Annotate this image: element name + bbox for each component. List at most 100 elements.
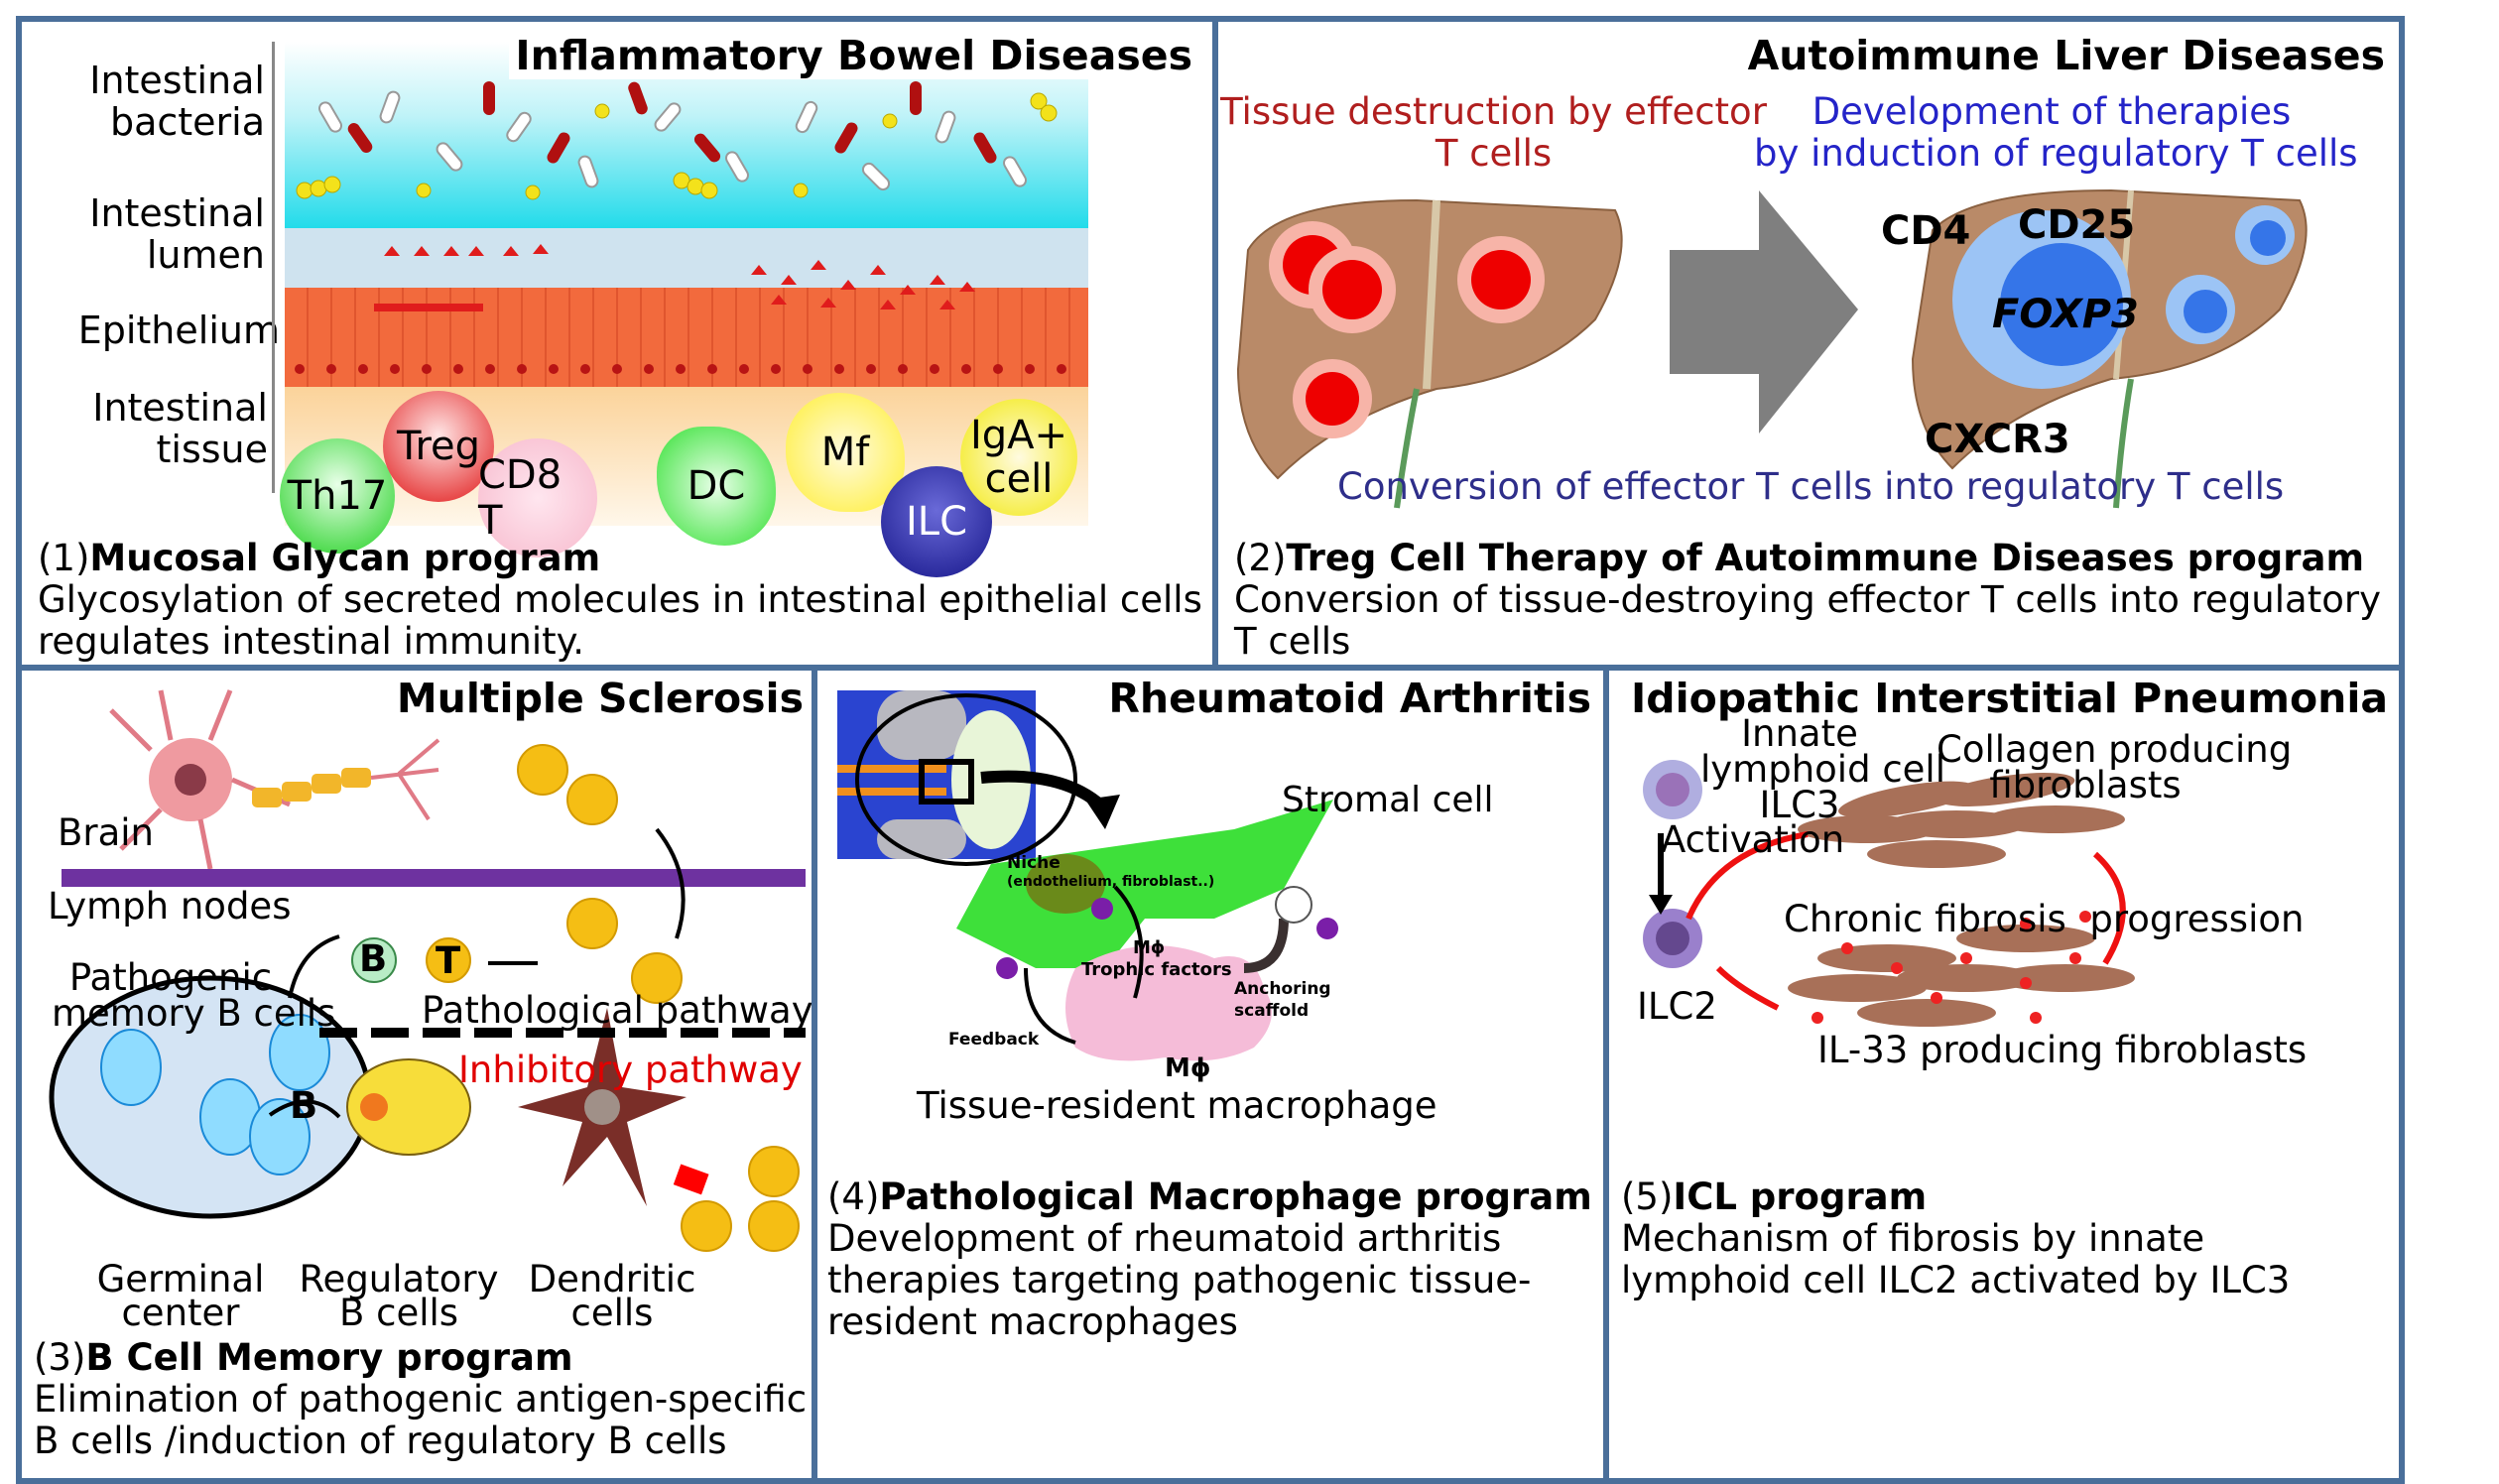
program-desc-line: Elimination of pathogenic antigen-specif… [34, 1378, 808, 1421]
panel-ms: Multiple Sclerosis [16, 665, 817, 1484]
ilc2-cell-icon [1643, 909, 1702, 968]
arrows [268, 827, 686, 1119]
label-line: memory B cells [52, 992, 336, 1035]
layer-label-line: Epithelium [77, 309, 280, 352]
program-name: Treg Cell Therapy of Autoimmune Diseases… [1286, 537, 2365, 579]
cycle-arrows [1686, 831, 2126, 1011]
cell-iga-line: IgA+ [969, 413, 1068, 458]
label-inhibitory-pathway: Inhibitory pathway [458, 1049, 803, 1091]
program-caption-5: (5)ICL program Mechanism of fibrosis by … [1621, 1176, 2395, 1301]
program-name: B Cell Memory program [85, 1336, 573, 1379]
cell-dc: DC [657, 427, 776, 546]
program-caption-2: (2)Treg Cell Therapy of Autoimmune Disea… [1234, 538, 2395, 663]
bacteria-flagellated [347, 81, 997, 164]
heading-line: by induction of regulatory T cells [1754, 132, 2358, 175]
label-mphi-small: Mϕ [1133, 937, 1166, 958]
label-ilc2: ILC2 [1637, 985, 1717, 1028]
layer-label-line: Intestinal [89, 191, 265, 235]
panel-ibd: Intestinal bacteria Intestinal lumen Epi… [16, 16, 1218, 671]
t-cell-icons [517, 744, 800, 1252]
cell-treg: Treg [383, 391, 494, 502]
program-name: Pathological Macrophage program [879, 1175, 1592, 1218]
conversion-label: Conversion of effector T cells into regu… [1337, 465, 2285, 508]
label-t: T [436, 939, 461, 982]
trophic-arrow [1113, 885, 1144, 999]
stromal-cell-icon [956, 800, 1333, 968]
ms-illustration [49, 689, 806, 1252]
neuron-icon [109, 689, 440, 870]
program-title-5: (5)ICL program [1621, 1176, 2395, 1218]
layer-label-line: Intestinal [89, 59, 265, 102]
ilc3-cell-icon [1643, 760, 1702, 819]
label-lymph-nodes: Lymph nodes [48, 885, 292, 928]
label-ilc3: Innate lymphoid cell ILC3 [1700, 715, 1945, 826]
cell-iga: IgA+ cell [960, 399, 1077, 516]
label-feedback: Feedback [948, 1030, 1040, 1050]
il33-dots [1812, 911, 2091, 1024]
bacteria-rods [318, 90, 1027, 191]
purple-membrane [62, 869, 806, 887]
program-title-3: (3)B Cell Memory program [34, 1336, 812, 1379]
germinal-center-icon [49, 975, 372, 1219]
label-line: Germinal [96, 1258, 265, 1300]
layer-label-tissue: Intestinal tissue [42, 387, 268, 470]
label-line: Pathogenic [68, 956, 273, 999]
program-name: ICL program [1673, 1175, 1928, 1218]
heading-line: Development of therapies [1812, 90, 2292, 133]
label-line: center [121, 1292, 240, 1334]
cell-mf: Mf [786, 393, 905, 512]
label-regulatory-b: Regulatory B cells [290, 1258, 508, 1331]
regulatory-b-cell-icon [346, 1058, 471, 1156]
label-line: ILC3 [1759, 784, 1840, 826]
right-heading: Development of therapies by induction of… [1754, 90, 2358, 175]
program-desc-line: lymphoid cell ILC2 activated by ILC3 [1621, 1259, 2291, 1301]
program-caption-4: (4)Pathological Macrophage program Devel… [827, 1176, 1601, 1343]
cell-th17: Th17 [280, 438, 395, 554]
inflammation-foci [1269, 221, 1545, 438]
label-niche-sub: (endothelium, fibroblast..) [1007, 874, 1215, 890]
label-pathological-pathway: Pathological pathway [422, 989, 813, 1032]
feedback-arrow [1024, 967, 1076, 1045]
program-desc-line: therapies targeting pathogenic tissue- [827, 1259, 1532, 1301]
layer-label-lumen: Intestinal lumen [42, 192, 265, 276]
inhibit-icon [673, 1164, 709, 1195]
label-brain: Brain [58, 811, 154, 854]
pathogenic-t-cell-icon [426, 937, 471, 983]
label-anchoring: Anchoring scaffold [1234, 978, 1331, 1022]
label-niche: Niche [1007, 853, 1061, 873]
marker-cd4: CD4 [1881, 208, 1971, 254]
program-title-2: (2)Treg Cell Therapy of Autoimmune Disea… [1234, 538, 2395, 579]
treg-cell-icon [1952, 205, 2295, 389]
pathogenic-b-cell-icon [351, 937, 397, 983]
program-desc-line: Glycosylation of secreted molecules in i… [38, 578, 1202, 621]
label-pathogenic: Pathogenic memory B cells [52, 956, 336, 1035]
label-b: B [359, 937, 388, 980]
layer-label-line: tissue [156, 428, 268, 471]
collagen-fibroblasts-icon [1798, 773, 2125, 868]
program-desc-line: resident macrophages [827, 1300, 1238, 1343]
panel-liver: Autoimmune Liver Diseases Tissue destruc… [1212, 16, 2405, 671]
program-desc-line: regulates intestinal immunity. [38, 620, 585, 663]
activation-arrow-head [1649, 895, 1673, 915]
label-line: fibroblasts [1989, 764, 2182, 806]
healthy-liver-icon [1911, 188, 2308, 509]
program-desc-line: Conversion of tissue-destroying effector… [1234, 578, 2381, 621]
panel-title-iip: Idiopathic Interstitial Pneumonia [1631, 675, 2389, 722]
program-number: (1) [38, 537, 90, 579]
epithelial-nuclei [295, 364, 1066, 374]
label-tissue-resident: Tissue-resident macrophage [917, 1084, 1437, 1127]
label-chronic: Chronic fibrosis progression [1784, 898, 2305, 940]
label-germinal-center: Germinal center [81, 1258, 280, 1334]
label-activation: Activation [1661, 818, 1845, 861]
program-desc-line: B cells /induction of regulatory B cells [34, 1420, 727, 1462]
program-desc-line: Mechanism of fibrosis by innate [1621, 1217, 2205, 1260]
bacteria-illustration [295, 81, 1066, 374]
marker-foxp3: FOXP3 [1992, 292, 2139, 337]
bacteria-cocci [296, 92, 1058, 200]
heading-line: Tissue destruction by effector [1220, 90, 1767, 133]
label-line: Regulatory [299, 1258, 499, 1300]
program-caption-1: (1)Mucosal Glycan program Glycosylation … [38, 538, 1208, 663]
glycan-molecules [374, 244, 975, 311]
label-line: Collagen producing [1937, 728, 2293, 771]
liver-illustration [1236, 188, 2308, 509]
